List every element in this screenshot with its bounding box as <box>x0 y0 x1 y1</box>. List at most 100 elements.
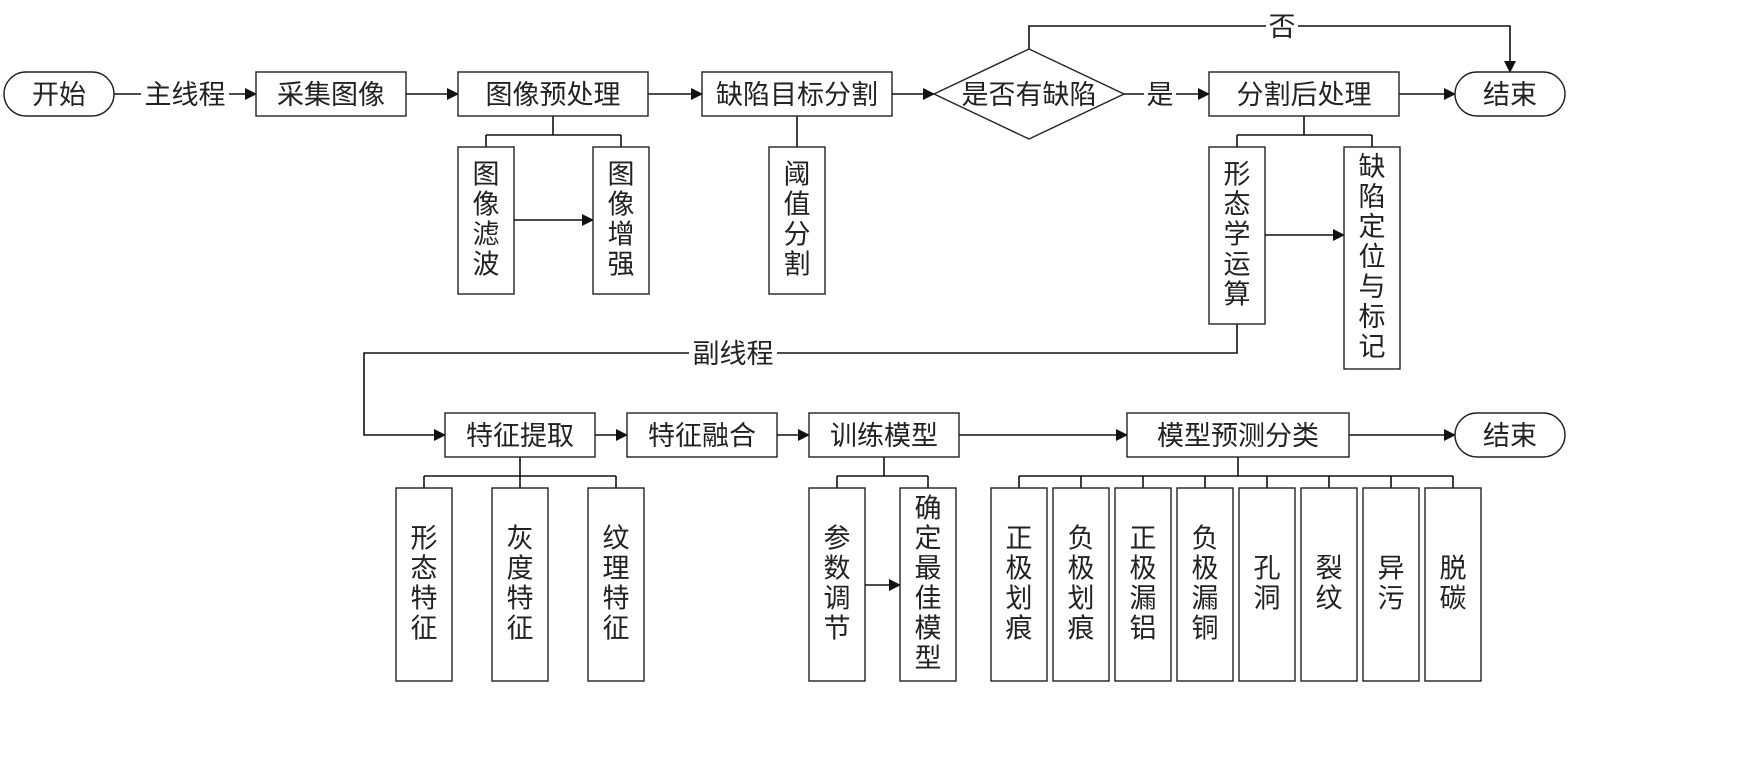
node-label: 是否有缺陷 <box>962 80 1097 111</box>
class-4: 负极漏铜 <box>1176 487 1234 682</box>
node-label: 缺陷目标分割 <box>716 80 878 111</box>
decision-shape <box>932 48 1126 140</box>
node-label: 形态学运算 <box>1224 160 1251 311</box>
node-label: 特征融合 <box>648 421 756 452</box>
node-acquire: 采集图像 <box>255 71 407 117</box>
node-label: 参数调节 <box>824 524 851 645</box>
terminal-shape <box>1454 412 1566 458</box>
process-shape <box>491 487 549 682</box>
yes-label: 是 <box>1144 78 1176 111</box>
process-shape <box>899 487 957 682</box>
class-2: 负极划痕 <box>1052 487 1110 682</box>
node-label: 形态特征 <box>411 524 438 645</box>
node-filter: 图像滤波 <box>457 146 515 295</box>
process-shape <box>701 71 893 117</box>
process-shape <box>255 71 407 117</box>
svg-text:是: 是 <box>1147 80 1174 111</box>
node-feature-fuse: 特征融合 <box>626 412 778 458</box>
sub-thread-label: 副线程 <box>689 337 777 370</box>
node-label: 图像滤波 <box>473 160 500 281</box>
node-label: 图像预处理 <box>486 80 621 111</box>
process-shape <box>457 71 649 117</box>
node-label: 模型预测分类 <box>1157 421 1319 452</box>
class-label: 裂纹 <box>1316 554 1343 615</box>
node-label: 结束 <box>1483 421 1537 452</box>
process-shape <box>457 146 515 295</box>
node-train: 训练模型 <box>808 412 960 458</box>
node-label: 开始 <box>32 80 86 111</box>
process-shape <box>808 487 866 682</box>
process-shape <box>1114 487 1172 682</box>
node-texture-feat: 纹理特征 <box>587 487 645 682</box>
process-shape <box>990 487 1048 682</box>
node-preprocess: 图像预处理 <box>457 71 649 117</box>
class-label: 脱碳 <box>1440 554 1467 615</box>
node-label: 图像增强 <box>608 160 635 281</box>
node-best: 确定最佳模型 <box>899 487 957 682</box>
node-locate: 缺陷定位与标记 <box>1343 146 1401 370</box>
node-gray-feat: 灰度特征 <box>491 487 549 682</box>
process-shape <box>1300 487 1358 682</box>
process-shape <box>1126 412 1350 458</box>
node-label: 特征提取 <box>466 421 574 452</box>
node-segment: 缺陷目标分割 <box>701 71 893 117</box>
svg-text:副线程: 副线程 <box>693 339 774 370</box>
class-label: 孔洞 <box>1254 554 1281 615</box>
node-postprocess: 分割后处理 <box>1208 71 1400 117</box>
node-label: 结束 <box>1483 80 1537 111</box>
node-threshold: 阈值分割 <box>768 146 826 295</box>
process-shape <box>444 412 596 458</box>
terminal-shape <box>1454 71 1566 117</box>
process-shape <box>1362 487 1420 682</box>
class-label: 负极划痕 <box>1068 524 1095 645</box>
connectors <box>114 25 1516 591</box>
terminal-shape <box>3 71 115 117</box>
node-feature-extract: 特征提取 <box>444 412 596 458</box>
svg-text:主线程: 主线程 <box>145 80 226 111</box>
process-shape <box>1238 487 1296 682</box>
node-decision: 是否有缺陷 <box>932 48 1126 140</box>
process-shape <box>1424 487 1482 682</box>
class-3: 正极漏铝 <box>1114 487 1172 682</box>
process-shape <box>592 146 650 295</box>
process-shape <box>1208 146 1266 325</box>
node-start: 开始 <box>3 71 115 117</box>
class-5: 孔洞 <box>1238 487 1296 682</box>
class-label: 负极漏铜 <box>1192 524 1219 645</box>
node-shape-feat: 形态特征 <box>395 487 453 682</box>
process-shape <box>1176 487 1234 682</box>
class-8: 脱碳 <box>1424 487 1482 682</box>
node-label: 采集图像 <box>277 80 385 111</box>
process-shape <box>768 146 826 295</box>
node-tune: 参数调节 <box>808 487 866 682</box>
no-label: 否 <box>1266 10 1298 43</box>
class-1: 正极划痕 <box>990 487 1048 682</box>
node-label: 纹理特征 <box>603 524 630 645</box>
node-end2: 结束 <box>1454 412 1566 458</box>
main-thread-label: 主线程 <box>141 78 229 111</box>
node-label: 灰度特征 <box>507 524 534 645</box>
class-label: 正极漏铝 <box>1130 524 1157 645</box>
process-shape <box>626 412 778 458</box>
node-label: 缺陷定位与标记 <box>1359 152 1386 363</box>
node-label: 确定最佳模型 <box>915 494 942 675</box>
class-6: 裂纹 <box>1300 487 1358 682</box>
process-shape <box>808 412 960 458</box>
class-label: 异污 <box>1378 554 1405 615</box>
process-shape <box>1208 71 1400 117</box>
class-7: 异污 <box>1362 487 1420 682</box>
node-label: 阈值分割 <box>784 160 811 281</box>
process-shape <box>1052 487 1110 682</box>
process-shape <box>587 487 645 682</box>
node-end1: 结束 <box>1454 71 1566 117</box>
process-shape <box>395 487 453 682</box>
svg-text:否: 否 <box>1269 12 1296 43</box>
class-label: 正极划痕 <box>1006 524 1033 645</box>
node-label: 分割后处理 <box>1237 80 1372 111</box>
process-shape <box>1343 146 1401 370</box>
node-morph: 形态学运算 <box>1208 146 1266 325</box>
node-label: 训练模型 <box>830 421 938 452</box>
